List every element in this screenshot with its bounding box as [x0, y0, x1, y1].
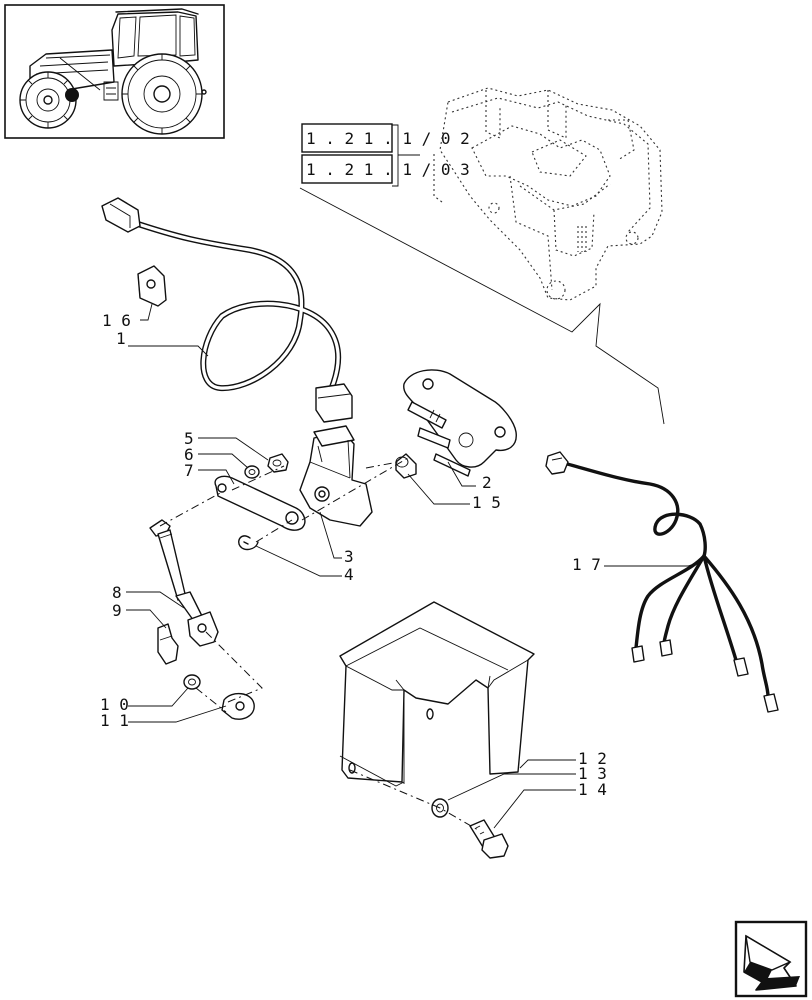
wiring-harness[interactable]	[545, 451, 779, 713]
callout-15: 1 5	[472, 493, 501, 512]
circlip[interactable]	[238, 535, 259, 551]
callout-2: 2	[482, 473, 492, 492]
cover-bolt[interactable]	[469, 819, 509, 859]
frame-break-line	[299, 187, 665, 425]
callout-13: 1 3	[578, 764, 607, 783]
callout-11: 1 1	[100, 711, 129, 730]
spacer-bushing[interactable]	[395, 453, 417, 479]
linkage-rod[interactable]	[149, 519, 219, 647]
callout-4: 4	[344, 565, 354, 584]
mounting-plate[interactable]	[403, 369, 517, 477]
reference-2-text: 1 . 2 1 . 1 / 0 3	[306, 160, 470, 179]
callout-12: 1 2	[578, 749, 607, 768]
callout-leader-lines	[126, 303, 701, 829]
callout-9: 9	[112, 601, 122, 620]
cable-clip[interactable]	[137, 265, 167, 307]
position-sensor[interactable]	[299, 425, 373, 527]
callout-17: 1 7	[572, 555, 601, 574]
callout-5: 5	[184, 429, 194, 448]
protective-cover[interactable]	[339, 601, 535, 787]
callout-8: 8	[112, 583, 122, 602]
rod-end-clip[interactable]	[157, 623, 179, 665]
reference-1-text: 1 . 2 1 . 1 / 0 2	[306, 129, 470, 148]
tractor-frame-reference	[433, 87, 663, 301]
reference-box-2[interactable]: 1 . 2 1 . 1 / 0 3	[301, 154, 470, 184]
tractor-thumbnail-icon[interactable]	[4, 4, 225, 139]
callout-labels: 1 6 1 5 6 7 8 9 1 0 1 1 3 4 2 1 5 1 7 1 …	[100, 311, 607, 799]
nut-and-washer[interactable]	[244, 453, 289, 479]
ball-joint-nut[interactable]	[183, 674, 201, 690]
callout-10: 1 0	[100, 695, 129, 714]
sensor-lever-arm[interactable]	[214, 475, 306, 531]
next-page-arrow-icon[interactable]	[734, 920, 808, 998]
callout-1: 1	[116, 329, 126, 348]
callout-14: 1 4	[578, 780, 607, 799]
assembly-axis-lines	[159, 457, 479, 831]
callout-3: 3	[344, 547, 354, 566]
callout-16: 1 6	[102, 311, 131, 330]
reference-bracket	[392, 124, 420, 187]
ball-joint-bracket[interactable]	[221, 693, 255, 720]
callout-6: 6	[184, 445, 194, 464]
sensor-cable-harness[interactable]	[101, 197, 353, 423]
reference-box-1[interactable]: 1 . 2 1 . 1 / 0 2	[301, 123, 470, 153]
callout-7: 7	[184, 461, 194, 480]
